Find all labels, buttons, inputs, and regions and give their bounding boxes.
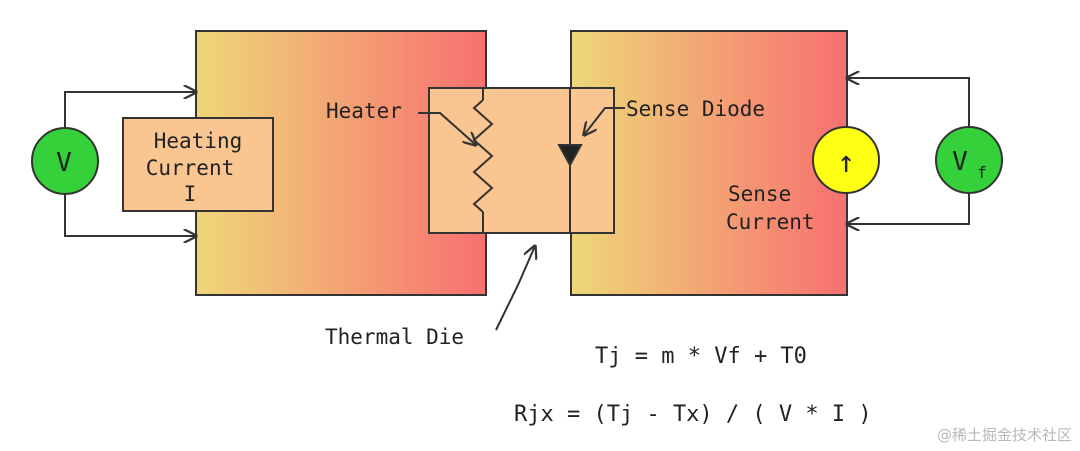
heating-current-box <box>122 117 274 212</box>
equation-thermal-resistance: Rjx = (Tj - Tx) / ( V * I ) <box>514 402 872 427</box>
thermal-die-label: Thermal Die <box>325 325 464 349</box>
right-wires <box>847 78 970 224</box>
heating-current-line1: Heating <box>154 129 243 153</box>
equation-junction-temperature: Tj = m * Vf + T0 <box>595 344 807 369</box>
heater-resistor <box>418 88 494 233</box>
heating-current-line2: Current <box>146 156 235 180</box>
thermal-die <box>428 87 615 234</box>
right-voltmeter <box>935 126 1003 194</box>
left-voltmeter <box>31 127 99 195</box>
right-voltmeter-subscript: f <box>977 163 987 182</box>
left-voltmeter-wires <box>64 92 196 236</box>
sense-current-line2: Current <box>726 210 815 234</box>
right-block <box>570 30 848 296</box>
heating-current-line3: I <box>184 182 197 206</box>
thermal-die-pointer <box>495 246 535 331</box>
current-source-symbol: ↑ <box>837 145 855 180</box>
left-voltmeter-symbol: V <box>56 148 72 178</box>
sense-current-line1: Sense <box>728 182 791 206</box>
current-source <box>812 126 880 194</box>
sense-diode-label: Sense Diode <box>626 97 765 121</box>
heater-label: Heater <box>326 99 402 123</box>
sense-diode <box>557 88 625 233</box>
right-voltmeter-symbol: V <box>952 147 968 177</box>
watermark: @稀土掘金技术社区 <box>937 426 1072 444</box>
